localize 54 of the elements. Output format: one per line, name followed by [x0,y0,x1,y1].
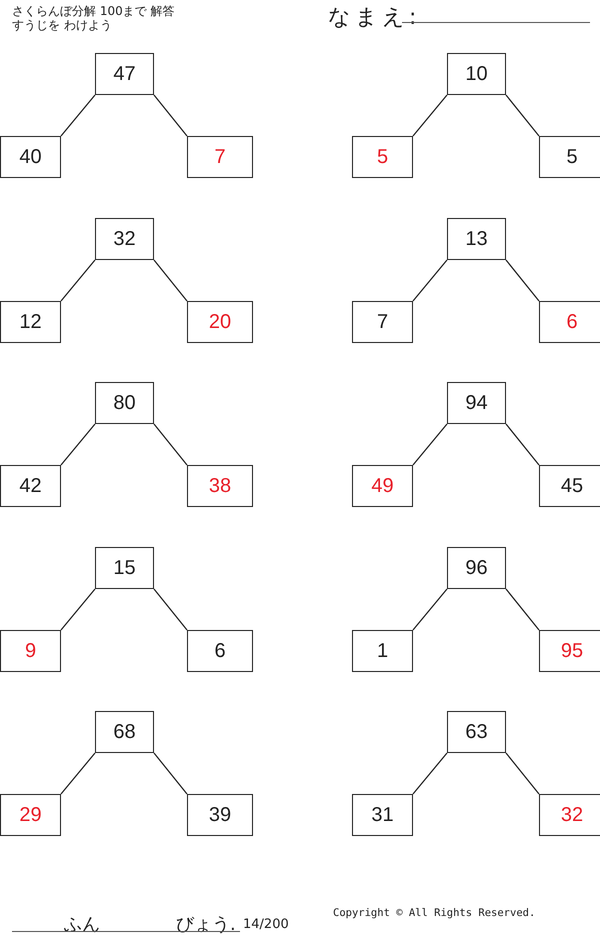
connector-line [506,94,540,136]
number-box: 39 [187,794,253,836]
connector-line [60,94,96,136]
connector-line [506,424,540,466]
copyright-text: Copyright © All Rights Reserved. [333,907,536,919]
number-box: 9 [0,630,61,672]
connector-line [60,588,96,630]
number-box: 5 [352,136,413,178]
connector-line [412,752,448,794]
number-box: 47 [95,53,154,95]
title-text: さくらんぼ分解 100まで 解答 [12,3,175,20]
number-box: 31 [352,794,413,836]
page-number: 14/200 [243,917,289,932]
connector-line [412,260,448,302]
connector-line [506,752,540,794]
number-box: 12 [0,301,61,343]
connector-line [154,752,188,794]
connector-line [506,588,540,630]
connector-line [412,94,448,136]
connector-line [154,588,188,630]
number-box: 38 [187,465,253,507]
connector-line [154,94,188,136]
number-box: 15 [95,547,154,589]
connector-line [506,260,540,302]
number-box: 6 [187,630,253,672]
number-box: 80 [95,382,154,424]
number-box: 63 [447,711,506,753]
number-box: 95 [539,630,600,672]
number-box: 32 [95,218,154,260]
number-box: 7 [352,301,413,343]
number-box: 13 [447,218,506,260]
number-box: 68 [95,711,154,753]
number-box: 20 [187,301,253,343]
connector-line [60,752,96,794]
number-box: 42 [0,465,61,507]
connector-line [154,260,188,302]
connector-line [60,424,96,466]
number-box: 5 [539,136,600,178]
number-box: 45 [539,465,600,507]
number-box: 49 [352,465,413,507]
subtitle-text: すうじを わけよう [12,17,112,34]
number-box: 32 [539,794,600,836]
connector-line [412,424,448,466]
number-box: 40 [0,136,61,178]
connector-line [154,424,188,466]
connector-line [60,260,96,302]
number-box: 10 [447,53,506,95]
number-box: 29 [0,794,61,836]
number-box: 94 [447,382,506,424]
number-box: 7 [187,136,253,178]
number-box: 96 [447,547,506,589]
number-box: 6 [539,301,600,343]
number-box: 1 [352,630,413,672]
connector-line [412,588,448,630]
